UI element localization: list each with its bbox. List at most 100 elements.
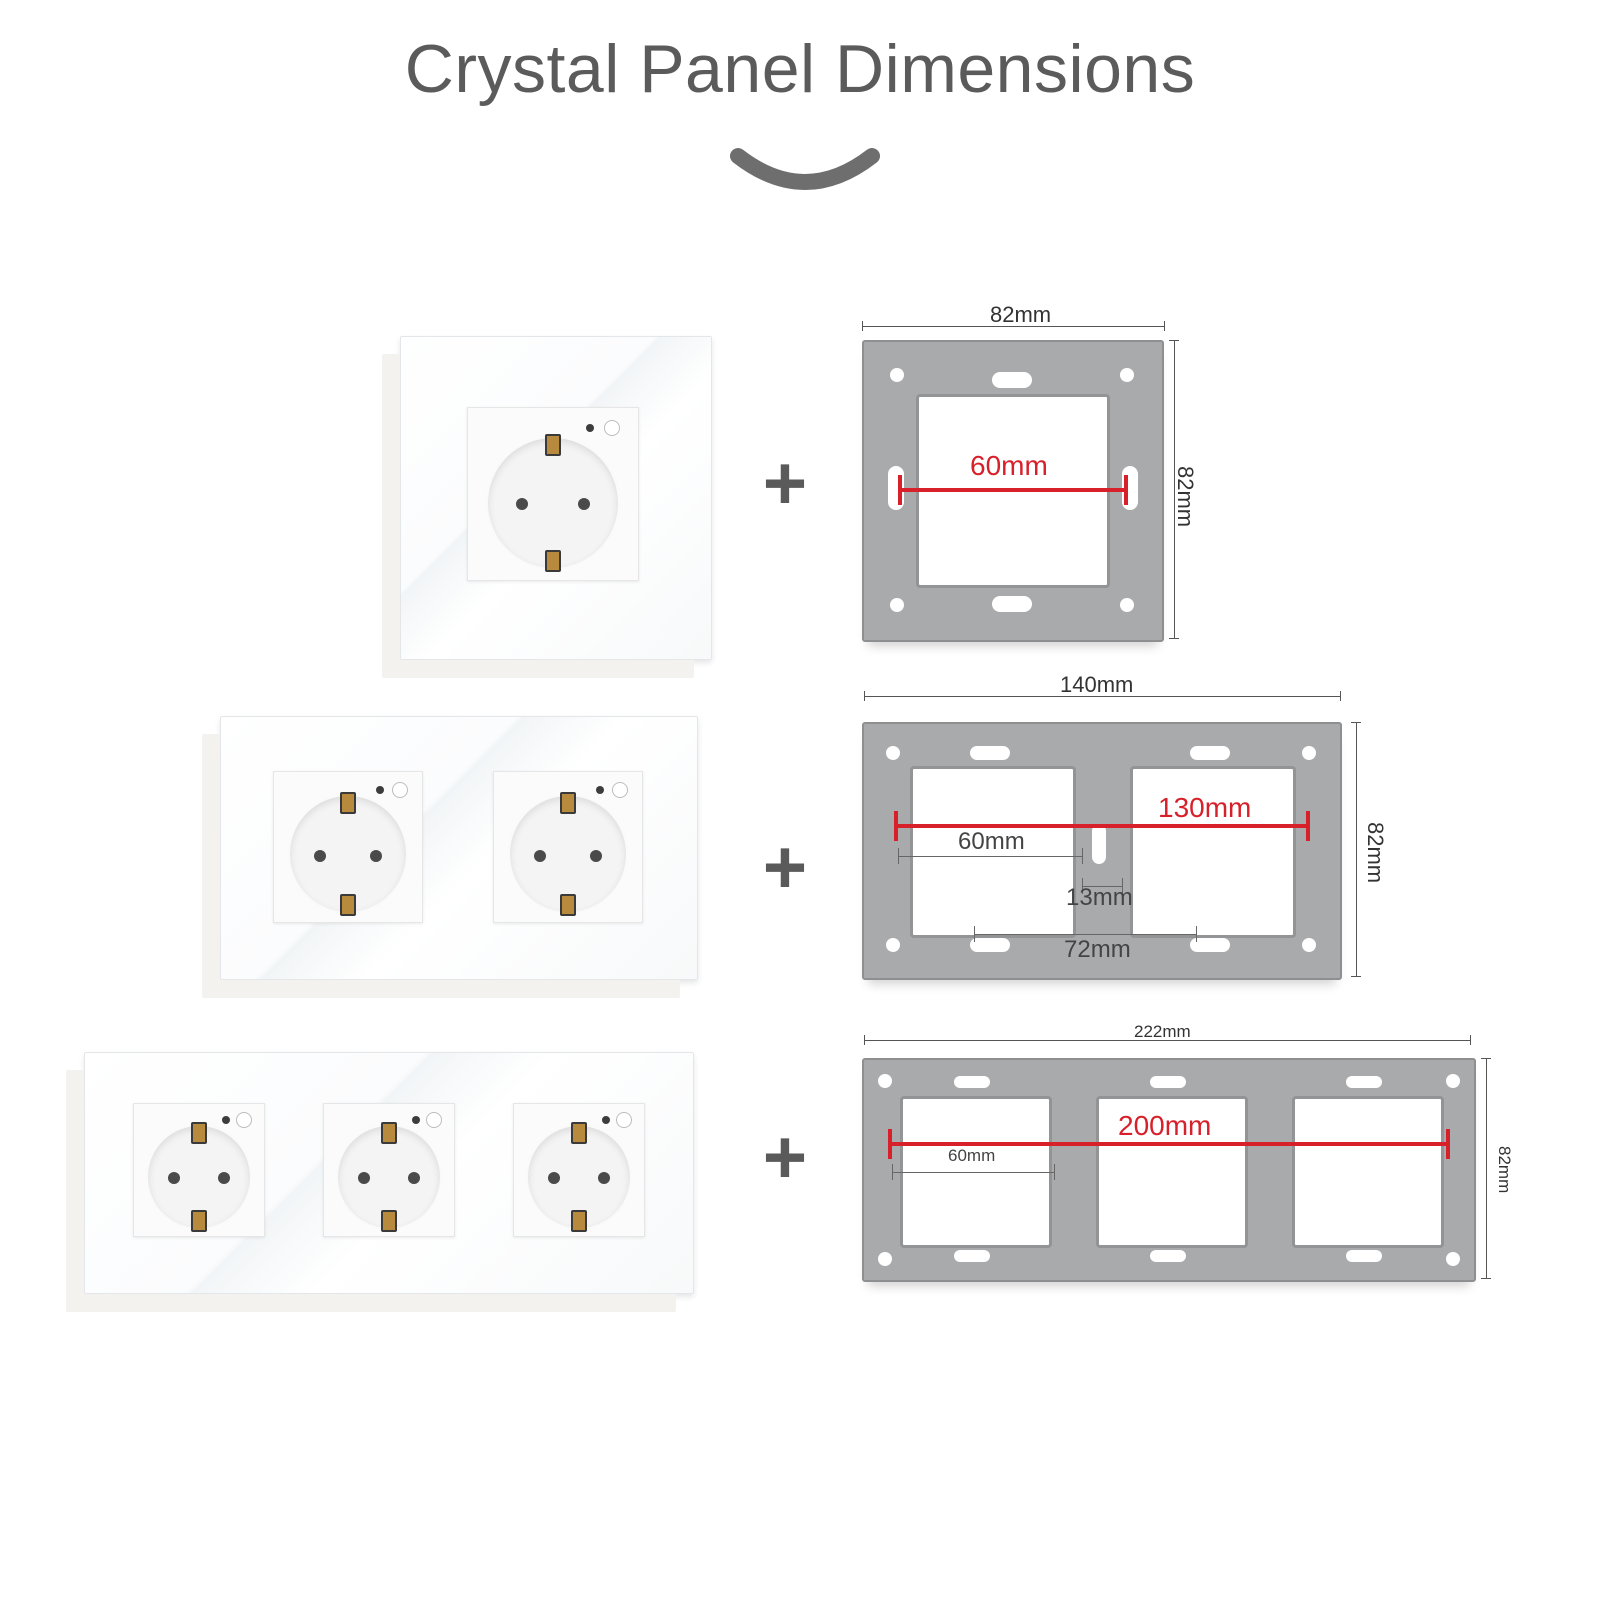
measure-end [1306, 811, 1310, 841]
tick [864, 691, 865, 701]
frame-opening [910, 766, 1076, 938]
touch-button-icon[interactable] [426, 1112, 442, 1128]
schuko-socket [528, 1122, 630, 1232]
mount-slot [970, 746, 1010, 760]
width-line [864, 696, 1340, 697]
touch-button-icon[interactable] [392, 782, 408, 798]
touch-button-icon[interactable] [604, 420, 620, 436]
triple-glass-panel [84, 1052, 694, 1294]
frame-opening [1096, 1096, 1248, 1248]
led-indicator [596, 786, 604, 794]
earth-clip-top [381, 1122, 397, 1144]
page-title: Crystal Panel Dimensions [404, 31, 1196, 107]
earth-clip-top [340, 792, 356, 814]
triple-frame-diagram: 222mm 200mm 60mm [862, 1022, 1512, 1314]
tick [1351, 722, 1361, 723]
plus-sign: + [762, 1115, 808, 1200]
mount-slot [970, 938, 1010, 952]
tick [1082, 848, 1083, 864]
tick [1470, 1035, 1471, 1045]
mount-slot [1346, 1076, 1382, 1088]
height-label: 82mm [1495, 1146, 1514, 1194]
tick [974, 926, 975, 942]
socket-module [513, 1103, 645, 1237]
socket-pin-left [358, 1172, 370, 1184]
mount-slot [1190, 746, 1230, 760]
width-line [864, 1040, 1470, 1041]
tick [1164, 321, 1165, 331]
mount-slot [992, 596, 1032, 612]
swoosh-decoration [730, 148, 880, 190]
mount-slot [992, 372, 1032, 388]
tick [1481, 1058, 1491, 1059]
screw-hole [886, 938, 900, 952]
socket-pin-left [516, 498, 528, 510]
mounting-frame [862, 1058, 1476, 1282]
socket-pin-left [168, 1172, 180, 1184]
tick [1169, 638, 1179, 639]
height-line [1356, 722, 1357, 976]
earth-clip-top [571, 1122, 587, 1144]
width-line [862, 326, 1164, 327]
screw-hole [1302, 746, 1316, 760]
measure-end [888, 1129, 892, 1159]
tick [1340, 691, 1341, 701]
socket-pin-left [314, 850, 326, 862]
overall-label: 130mm [1158, 792, 1252, 823]
frame-opening [1130, 766, 1296, 938]
measure-end [898, 475, 902, 505]
measure-end [1124, 475, 1128, 505]
earth-clip-bottom [381, 1210, 397, 1232]
mount-slot [1150, 1250, 1186, 1262]
tick [862, 321, 863, 331]
tick [1169, 340, 1179, 341]
mount-slot [954, 1076, 990, 1088]
screw-hole [890, 368, 904, 382]
screw-hole [1446, 1252, 1460, 1266]
schuko-socket [338, 1122, 440, 1232]
overall-measure-line [890, 1142, 1448, 1146]
center-line [974, 934, 1196, 935]
touch-button-icon[interactable] [236, 1112, 252, 1128]
screw-hole [878, 1252, 892, 1266]
double-frame-diagram: 140mm 130mm 60mm 13mm 72mm [862, 672, 1382, 996]
earth-clip-bottom [571, 1210, 587, 1232]
socket-pin-right [590, 850, 602, 862]
socket-module [273, 771, 423, 923]
screw-hole [1302, 938, 1316, 952]
schuko-socket [290, 792, 406, 916]
overall-label: 200mm [1118, 1110, 1212, 1141]
tick [1481, 1278, 1491, 1279]
width-label: 222mm [1134, 1022, 1191, 1041]
led-indicator [602, 1116, 610, 1124]
tick [898, 848, 899, 864]
frame-opening [1292, 1096, 1444, 1248]
spacing-label: 60mm [948, 1146, 996, 1165]
tick [892, 1164, 893, 1180]
gap-label: 13mm [1066, 884, 1133, 911]
screw-hole [886, 746, 900, 760]
mount-slot [1092, 824, 1106, 864]
touch-button-icon[interactable] [616, 1112, 632, 1128]
spacing-label: 60mm [958, 828, 1025, 855]
touch-button-icon[interactable] [612, 782, 628, 798]
earth-clip-top [191, 1122, 207, 1144]
socket-pin-right [598, 1172, 610, 1184]
led-indicator [412, 1116, 420, 1124]
measure-end [1446, 1129, 1450, 1159]
mount-slot [954, 1250, 990, 1262]
screw-hole [1120, 368, 1134, 382]
width-label: 82mm [990, 302, 1052, 327]
socket-module [323, 1103, 455, 1237]
socket-module [467, 407, 639, 581]
center-label: 72mm [1064, 936, 1131, 963]
screw-hole [878, 1074, 892, 1088]
width-label: 140mm [1060, 672, 1134, 697]
overall-measure-line [896, 824, 1308, 828]
led-indicator [376, 786, 384, 794]
screw-hole [1120, 598, 1134, 612]
schuko-socket [148, 1122, 250, 1232]
gap-line [1082, 886, 1122, 887]
tick [1196, 926, 1197, 942]
measure-end [894, 811, 898, 841]
